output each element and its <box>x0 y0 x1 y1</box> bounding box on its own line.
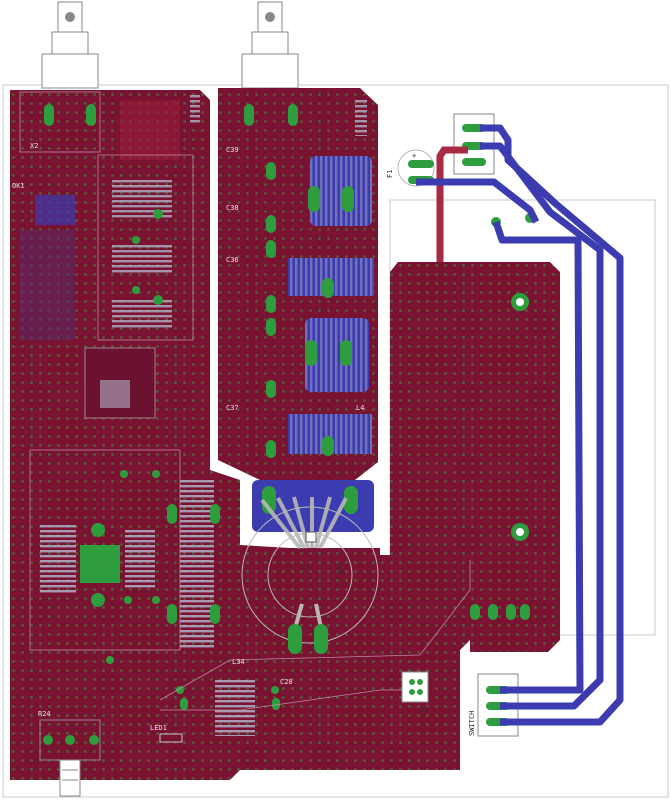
label-l4: L4 <box>356 404 364 412</box>
label-dat3: Dat.3 <box>336 553 344 574</box>
silkscreen-outlines <box>19 91 471 711</box>
led-footprint <box>159 733 183 743</box>
label-ok1: OK1 <box>12 182 25 190</box>
bnc-connector-right <box>241 1 299 89</box>
mounting-hole-top <box>516 298 524 306</box>
label-c35: C38 <box>226 204 239 212</box>
label-x2: X2 <box>30 142 38 150</box>
label-l34: L34 <box>232 658 245 666</box>
label-l6: L6 <box>302 564 310 572</box>
copper-pour-right-vias <box>390 262 560 652</box>
label-led1: LED1 <box>150 724 167 732</box>
label-r24: R24 <box>38 710 51 718</box>
label-c37: C37 <box>226 404 239 412</box>
silkscreen-labels: X2 OK1 C39 C38 C36 C37 L4 L6 Dat.3 L34 C… <box>12 142 476 736</box>
label-x3: X3 <box>420 706 428 714</box>
component-pads-left <box>43 104 298 745</box>
label-c36: C36 <box>226 256 239 264</box>
connector-x3 <box>401 671 429 703</box>
label-c28: C28 <box>280 678 293 686</box>
traces-bottom-layer <box>416 124 624 726</box>
label-switch: SWITCH <box>468 711 476 736</box>
component-pads-power-stage <box>262 162 358 514</box>
board-outline <box>2 84 669 798</box>
label-f1: F1 <box>386 170 394 178</box>
component-blocks-left <box>20 95 367 736</box>
label-plus: + <box>412 152 416 160</box>
toroid-inductor-l6 <box>241 496 379 654</box>
mounting-hole-bottom <box>516 528 524 536</box>
label-c39: C39 <box>226 146 239 154</box>
traces-top-layer <box>436 146 468 262</box>
bnc-connector-bottom <box>39 719 101 797</box>
bnc-connector-left <box>41 1 99 89</box>
